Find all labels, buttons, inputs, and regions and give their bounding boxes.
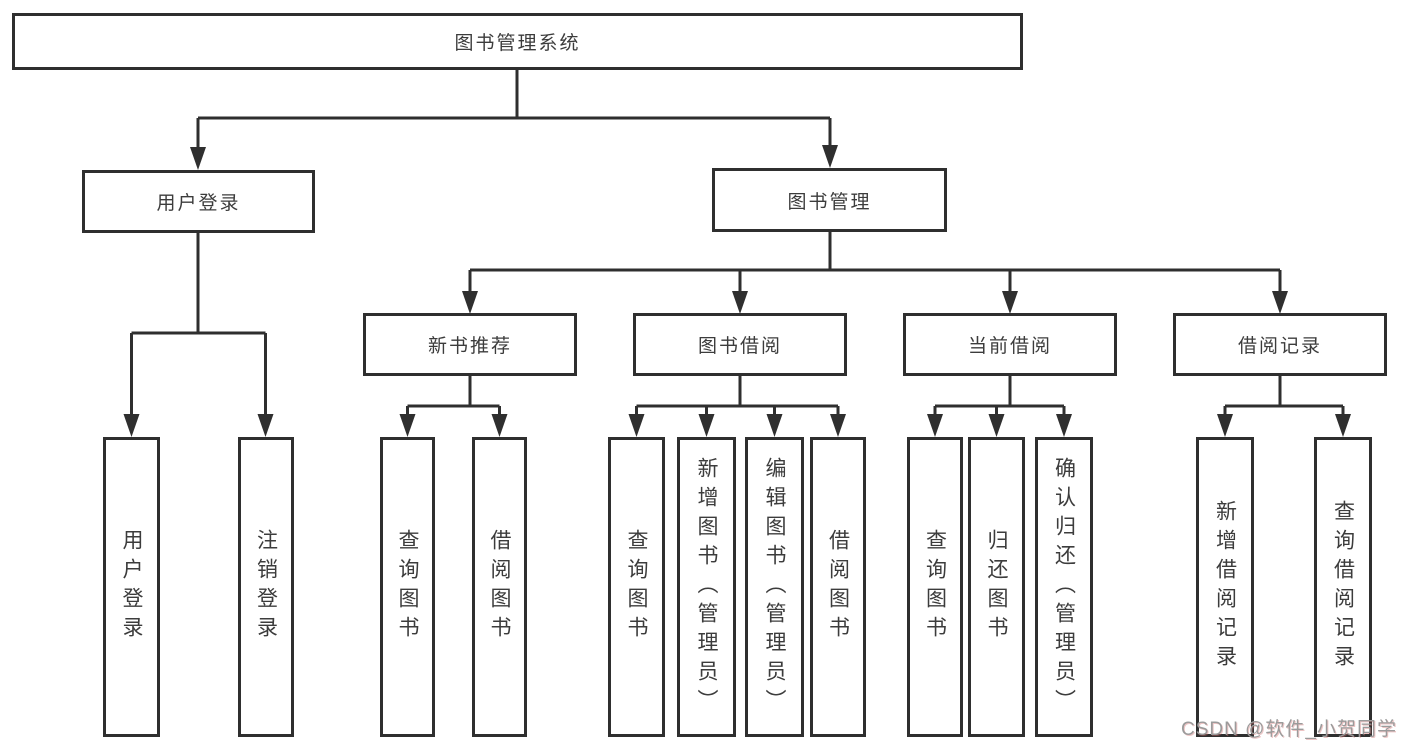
leaf-edit-book-admin: 编辑图书（管理员）	[745, 437, 804, 737]
leaf-recommend-query-book: 查询图书	[380, 437, 435, 737]
node-new-book-recommend-label: 新书推荐	[427, 336, 512, 357]
leaf-borrow-query-book-label: 查询图书	[625, 529, 648, 645]
leaf-add-borrow-record-label: 新增借阅记录	[1213, 500, 1237, 674]
csdn-watermark: CSDN @软件_小贺同学	[1181, 719, 1397, 740]
node-current-borrow-label: 当前借阅	[967, 336, 1052, 357]
leaf-user-login-label: 用户登录	[120, 529, 143, 645]
connector-root	[196, 70, 832, 150]
leaf-add-book-admin: 新增图书（管理员）	[677, 437, 736, 737]
connector-book-management	[468, 232, 1282, 294]
leaf-confirm-return-admin-label: 确认归还（管理员）	[1052, 456, 1076, 718]
leaf-recommend-query-book-label: 查询图书	[396, 529, 419, 645]
leaf-borrow-book: 借阅图书	[810, 437, 866, 737]
node-user-login: 用户登录	[82, 170, 315, 233]
node-current-borrow: 当前借阅	[903, 313, 1117, 376]
leaf-query-borrow-record: 查询借阅记录	[1314, 437, 1372, 737]
leaf-add-book-admin-label: 新增图书（管理员）	[695, 456, 718, 718]
node-borrow-record: 借阅记录	[1173, 313, 1387, 376]
connector-user-login	[130, 233, 267, 418]
leaf-recommend-borrow-book-label: 借阅图书	[488, 529, 511, 645]
leaf-current-query-book: 查询图书	[907, 437, 963, 737]
node-root-system-label: 图书管理系统	[454, 33, 581, 54]
leaf-add-borrow-record: 新增借阅记录	[1196, 437, 1254, 737]
node-book-management-label: 图书管理	[787, 191, 872, 213]
connector-borrow-record	[1223, 376, 1345, 418]
node-book-borrow-label: 图书借阅	[697, 336, 782, 357]
node-new-book-recommend: 新书推荐	[363, 313, 577, 376]
leaf-user-login: 用户登录	[103, 437, 160, 737]
leaf-logout: 注销登录	[238, 437, 294, 737]
node-book-management: 图书管理	[712, 168, 947, 232]
leaf-logout-label: 注销登录	[254, 529, 278, 645]
leaf-borrow-query-book: 查询图书	[608, 437, 665, 737]
leaf-current-query-book-label: 查询图书	[923, 529, 947, 645]
connector-current-borrow	[933, 376, 1066, 418]
leaf-recommend-borrow-book: 借阅图书	[472, 437, 527, 737]
node-borrow-record-label: 借阅记录	[1237, 336, 1322, 357]
node-root-system: 图书管理系统	[12, 13, 1023, 70]
leaf-borrow-book-label: 借阅图书	[826, 529, 850, 645]
connector-book-borrow	[635, 376, 840, 418]
leaf-confirm-return-admin: 确认归还（管理员）	[1035, 437, 1093, 737]
leaf-edit-book-admin-label: 编辑图书（管理员）	[763, 456, 786, 718]
leaf-query-borrow-record-label: 查询借阅记录	[1331, 500, 1355, 674]
connector-new-book-recommend	[406, 376, 501, 418]
leaf-return-book: 归还图书	[968, 437, 1025, 737]
node-book-borrow: 图书借阅	[633, 313, 847, 376]
node-user-login-label: 用户登录	[156, 193, 241, 214]
leaf-return-book-label: 归还图书	[985, 529, 1008, 645]
